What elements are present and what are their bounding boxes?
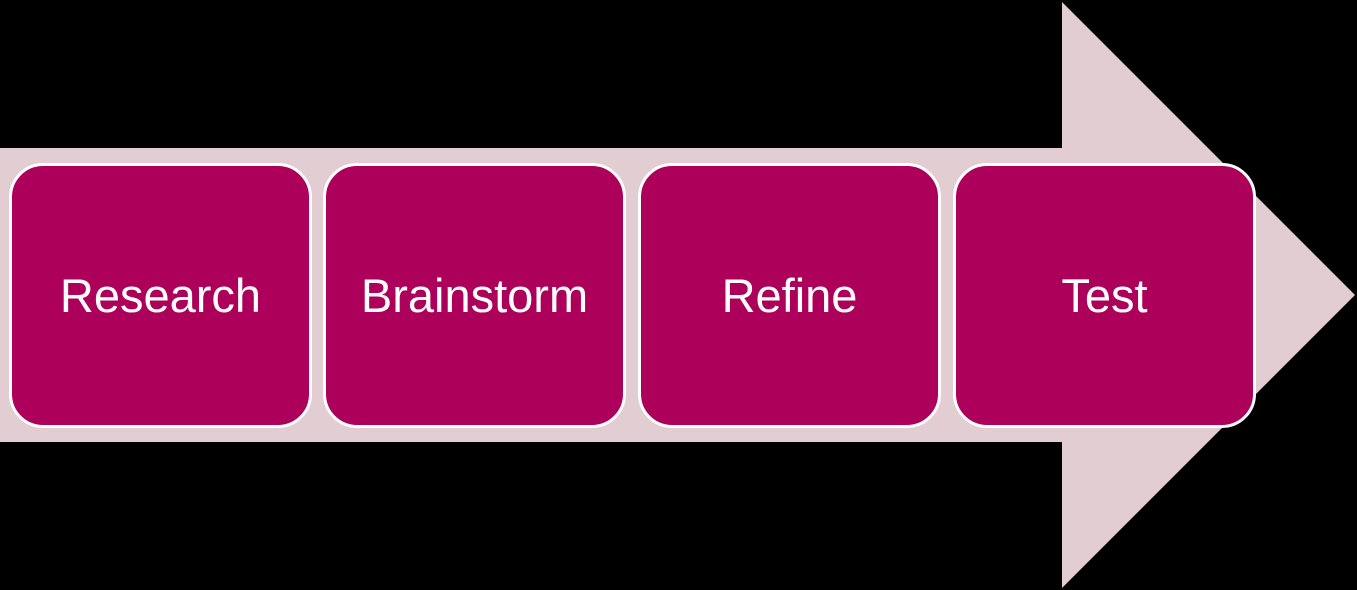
step-label: Refine [721, 269, 858, 322]
step-test: Test [953, 163, 1256, 428]
step-refine: Refine [638, 163, 941, 428]
step-brainstorm: Brainstorm [323, 163, 626, 428]
step-label: Brainstorm [360, 269, 589, 322]
step-label: Research [59, 269, 262, 322]
step-research: Research [9, 163, 312, 428]
step-label: Test [1061, 269, 1148, 322]
